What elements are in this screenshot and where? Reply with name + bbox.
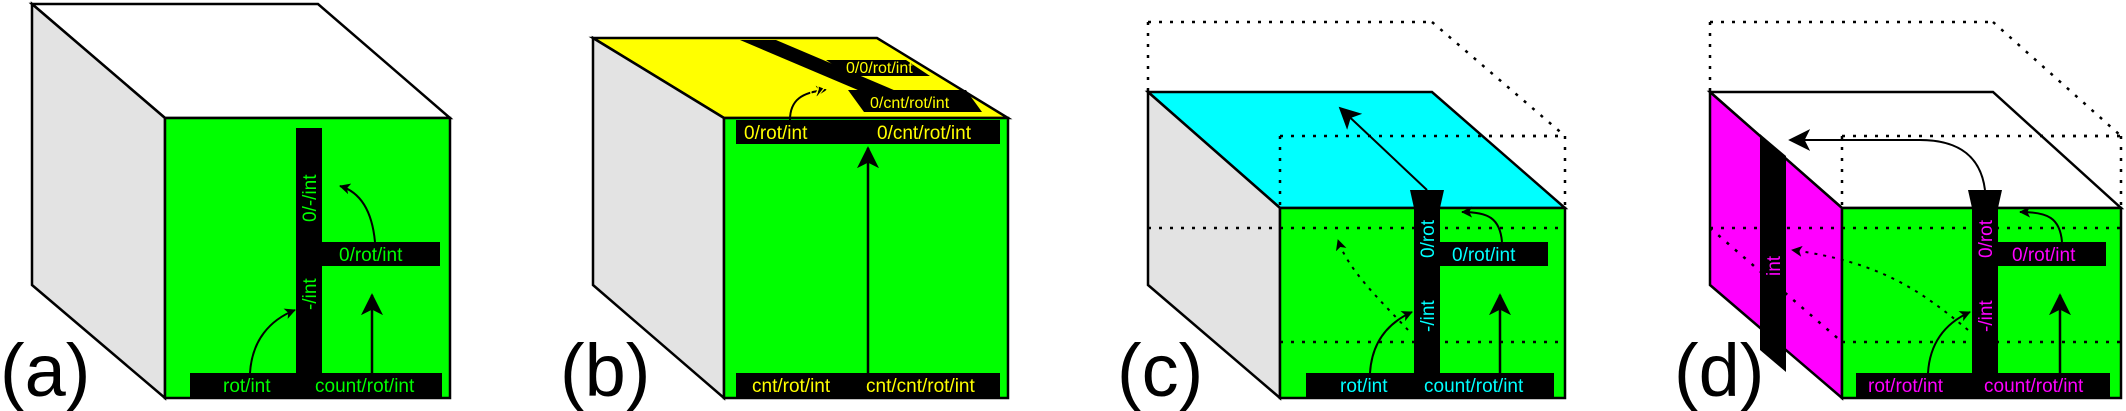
label-b-bottom-right: cnt/cnt/rot/int [866,376,975,397]
right-bar-a [322,242,440,266]
label-c-bottom-left: rot/int [1340,376,1388,397]
top-tab-d [1968,190,2002,208]
label-b-bottom-left: cnt/rot/int [752,376,831,397]
panel-b: cnt/rot/int cnt/cnt/rot/int 0/rot/int 0/… [560,35,1013,411]
cube-b-front-face [722,116,1010,400]
arrow-c-top-curve [1461,206,1503,243]
vertical-bar-d [1972,208,1998,398]
label-b-roof-a: 0/0/rot/int [846,60,913,77]
label-d-vert-bottom: -/int [1976,300,1997,332]
roof-stripe-b3 [848,90,982,112]
label-d-right-mid: 0/rot/int [2012,245,2076,266]
roof-stripe-b1 [740,40,908,96]
panel-c: rot/int count/rot/int 0/rot/int 0/rot -/… [1117,20,1569,411]
wireframe-d-overlay [1709,134,2121,344]
label-a-bottom-left: rot/int [223,376,271,397]
label-b-top-right: 0/cnt/rot/int [877,123,972,144]
arrow-c-roof [1338,106,1428,191]
bottom-bar-c [1306,373,1554,398]
vertical-bar-a [296,128,322,398]
arrow-d-roof [1788,129,1986,191]
panel-d: rot/rot/int count/rot/int 0/rot/int 0/ro… [1674,20,2125,411]
bottom-bar-a [190,373,442,398]
label-c-right-mid: 0/rot/int [1452,245,1516,266]
arrow-c-left-curve [1369,311,1413,374]
arrow-d-left-curve [1927,311,1971,374]
label-d-bottom-right: count/rot/int [1984,376,2084,397]
top-bar-b [736,120,1000,144]
panel-a: rot/int count/rot/int 0/rot/int 0/-/int … [0,1,454,411]
label-c-vert-top: 0/rot [1418,219,1439,258]
label-b-top-left: 0/rot/int [744,123,808,144]
label-d-vert-top: 0/rot [1976,219,1997,258]
caption-a: (a) [0,329,90,411]
right-bar-d [1998,242,2106,266]
caption-d: (d) [1674,329,1764,411]
arrow-a-left-curve [249,308,296,374]
caption-c: (c) [1117,329,1203,411]
label-c-bottom-right: count/rot/int [1424,376,1524,397]
label-d-bottom-left: rot/rot/int [1868,376,1944,397]
arrow-b-roof-curve [789,85,827,121]
vertical-bar-c [1414,208,1440,398]
label-c-vert-bottom: -/int [1418,300,1439,332]
label-a-vert-top: 0/-/int [300,174,321,222]
side-stripe-d [1760,134,1786,372]
caption-b: (b) [560,329,650,411]
right-bar-c [1440,242,1548,266]
wireframe-c-overlay [1148,134,1565,344]
arrow-a-top-curve [339,183,376,243]
bottom-bar-d [1856,373,2110,398]
label-b-roof-b: 0/cnt/rot/int [870,95,950,112]
arrow-d-top-curve [2019,206,2063,243]
label-a-right-mid: 0/rot/int [339,245,403,266]
roof-stripe-b2 [826,60,930,76]
label-a-bottom-right: count/rot/int [315,376,415,397]
label-d-side: int [1764,255,1785,276]
top-tab-c [1410,190,1444,208]
label-a-vert-bottom: -/int [300,278,321,310]
